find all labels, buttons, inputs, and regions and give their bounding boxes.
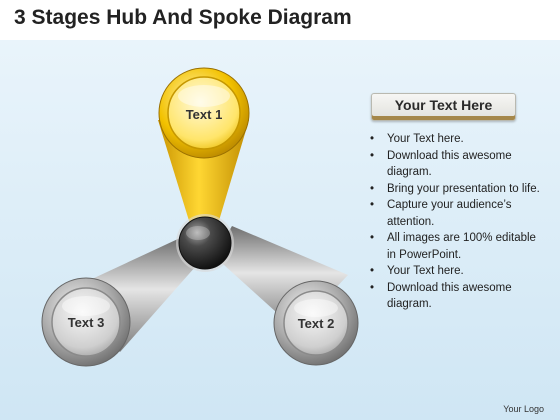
node-1-label: Text 1: [186, 107, 223, 122]
list-item-text: Download this awesome diagram.: [387, 281, 512, 311]
bullet-icon: •: [370, 182, 375, 195]
text-panel-header: Your Text Here: [371, 93, 516, 121]
list-item-text: Download this awesome diagram.: [387, 149, 512, 179]
node-3-label: Text 3: [68, 315, 105, 330]
list-item: • Your Text here.: [368, 131, 543, 148]
list-item: • Your Text here.: [368, 263, 543, 280]
list-item: • Bring your presentation to life.: [368, 181, 543, 198]
node-3: Text 3: [41, 277, 131, 367]
bullet-icon: •: [370, 281, 375, 294]
bullet-list: • Your Text here. • Download this awesome …: [368, 131, 543, 313]
list-item: • Download this awesome diagram.: [368, 148, 543, 181]
node-2: Text 2: [273, 280, 359, 366]
logo-text: Your Logo: [503, 404, 544, 414]
bullet-icon: •: [370, 265, 375, 277]
title-bar: 3 Stages Hub And Spoke Diagram: [0, 0, 560, 40]
text-panel-header-label: Your Text Here: [394, 97, 493, 113]
node-1: Text 1: [158, 67, 250, 159]
bullet-icon: •: [370, 133, 375, 145]
list-item: • Capture your audience’s attention.: [368, 197, 543, 230]
list-item-text: Capture your audience’s attention.: [387, 199, 512, 228]
bullet-icon: •: [370, 149, 375, 162]
list-item: • Download this awesome diagram.: [368, 280, 543, 313]
list-item-text: Your Text here.: [387, 133, 464, 145]
list-item-text: All images are 100% editable in PowerPoi…: [387, 232, 536, 261]
hub-sphere: [176, 214, 234, 272]
bullet-icon: •: [370, 199, 375, 211]
bullet-icon: •: [370, 232, 375, 244]
list-item: • All images are 100% editable in PowerPo…: [368, 230, 543, 263]
page-title: 3 Stages Hub And Spoke Diagram: [14, 6, 352, 29]
node-2-label: Text 2: [298, 316, 335, 331]
list-item-text: Bring your presentation to life.: [387, 182, 540, 195]
list-item-text: Your Text here.: [387, 265, 464, 277]
